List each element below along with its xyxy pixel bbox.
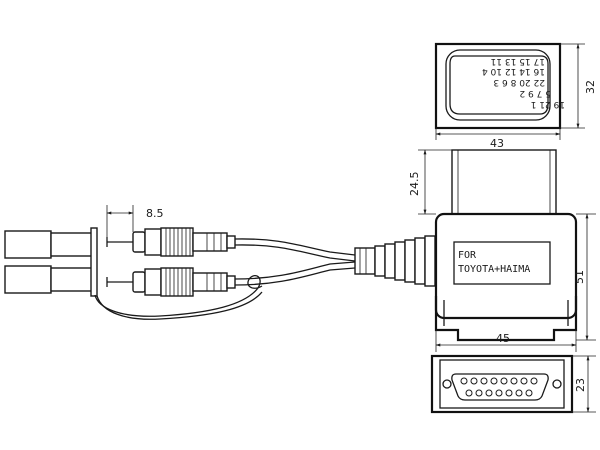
dimension-body-width: 45: [435, 330, 577, 352]
pin-row-3-text: 22 20 8 6 3: [493, 77, 545, 87]
bottom-view-connector: [430, 354, 574, 414]
banana-plug-holder: [4, 227, 98, 297]
dimension-label-top-height: 32: [584, 80, 597, 94]
pin-row-4-text: 5 7 9 2: [519, 88, 551, 98]
db15-pin: [470, 377, 478, 385]
pin-face-text: 17 15 13 11 16 14 12 10 4 22 20 8 6 3 5 …: [482, 56, 565, 109]
dimension-obd-height: 24.5: [408, 149, 452, 215]
connector-label-line2: TOYOTA+HAIMA: [458, 264, 530, 275]
db15-pin: [490, 377, 498, 385]
pin-row-5-text: 19 21 1: [531, 99, 565, 109]
db15-pin: [465, 389, 473, 397]
dimension-banana-gap: 8.5: [106, 205, 164, 240]
strain-relief: [354, 235, 436, 287]
db15-pins: [460, 377, 538, 397]
db15-pin: [495, 389, 503, 397]
dimension-label-top-width: 43: [490, 137, 504, 150]
db15-pin: [520, 377, 528, 385]
db15-pin: [510, 377, 518, 385]
dimension-bottom-height: 23: [572, 355, 596, 413]
db15-pin: [475, 389, 483, 397]
dimension-top-width: 43: [435, 128, 561, 150]
obd-connector-body: [434, 149, 578, 342]
db15-pin: [525, 389, 533, 397]
db15-pin: [505, 389, 513, 397]
db15-pin: [485, 389, 493, 397]
dimension-top-height: 32: [560, 43, 597, 129]
pin-row-2-text: 16 14 12 10 4: [482, 66, 545, 76]
dimension-label-bottom-height: 23: [574, 378, 587, 392]
dimension-label-body-width: 45: [496, 332, 510, 345]
dimension-body-height: 51: [573, 213, 596, 341]
top-view-connector: [434, 42, 562, 130]
pin-row-1-text: 17 15 13 11: [491, 56, 545, 66]
banana-plug-lower: [106, 267, 236, 297]
dimension-label-body-height: 51: [573, 270, 586, 284]
db15-pin: [530, 377, 538, 385]
dimension-label-banana-gap: 8.5: [146, 207, 164, 220]
dimension-label-obd-height: 24.5: [408, 172, 421, 197]
db15-pin: [500, 377, 508, 385]
banana-plug-upper: [106, 227, 236, 257]
db15-pin: [460, 377, 468, 385]
db15-pin: [480, 377, 488, 385]
db15-pin: [515, 389, 523, 397]
connector-label-line1: FOR: [458, 250, 477, 261]
cables: [94, 238, 356, 320]
